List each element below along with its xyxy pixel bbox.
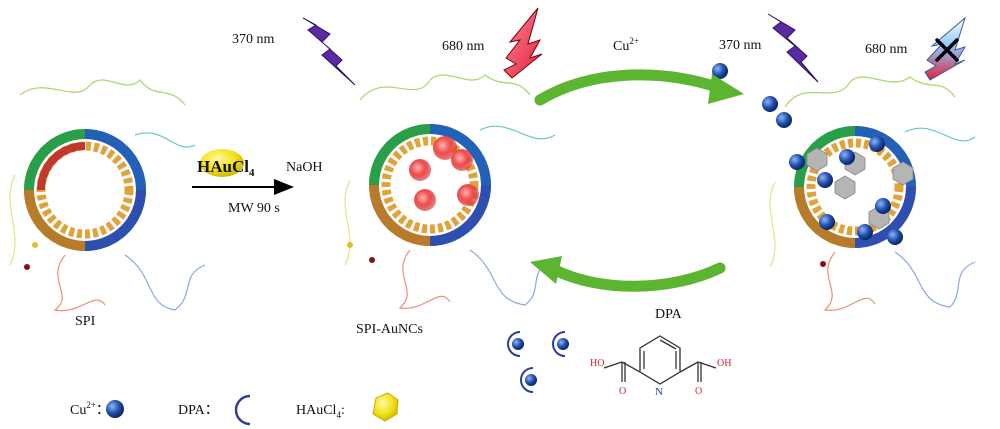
au-cluster (451, 149, 473, 171)
protein-spi-auncs (344, 74, 556, 309)
mw-label: MW 90 s (228, 201, 280, 216)
cu-ion-free (712, 63, 728, 79)
atom-n: N (655, 386, 663, 398)
au-cluster (409, 159, 431, 181)
cu-ion (789, 154, 805, 170)
red-wavelength-label-1: 680 nm (442, 39, 485, 54)
haucl4-label: HAuCl4 (197, 157, 255, 179)
haucl4-blob (200, 149, 244, 177)
cu-ion (819, 214, 835, 230)
cu-arrow-label: Cu2+ (613, 36, 639, 54)
au-cluster (457, 184, 479, 206)
quench-cross-icon (935, 38, 959, 62)
cu-ion (875, 198, 891, 214)
protein-spi (9, 79, 206, 312)
cu-ion (887, 229, 903, 245)
uv-lightning-icon-2 (767, 13, 819, 83)
legend-dpa-icon (234, 394, 251, 426)
cu-binding-arrow (534, 69, 726, 106)
cu-ion-free (776, 112, 792, 128)
dpa-cu-complex (520, 367, 537, 393)
atom-oh-right: OH (717, 358, 731, 369)
uv-wavelength-label-1: 370 nm (232, 32, 275, 47)
dpa-recovery-arrowhead (530, 256, 562, 284)
legend-cu-label: Cu2+： (70, 400, 110, 418)
atom-o-right: O (695, 386, 702, 397)
legend-haucl4-icon (372, 392, 399, 422)
uv-wavelength-label-2: 370 nm (719, 38, 762, 53)
uv-lightning-icon (302, 17, 356, 86)
legend-haucl4-label: HAuCl4: (296, 403, 345, 420)
naoh-label: NaOH (286, 160, 323, 175)
atom-o-left: O (619, 386, 626, 397)
red-lightning-icon (503, 7, 543, 79)
dpa-cu-complex (552, 331, 569, 357)
dpa-arrow-label: DPA (655, 307, 683, 322)
cu-ion (857, 224, 873, 240)
cu-ion (817, 172, 833, 188)
legend-cu-icon (106, 400, 124, 418)
au-cluster (433, 136, 457, 160)
spi-label: SPI (75, 314, 96, 329)
spi-auncs-label: SPI-AuNCs (356, 322, 423, 337)
cu-ion-free (762, 96, 778, 112)
cu-ion (839, 149, 855, 165)
cu-ion (869, 136, 885, 152)
protein-cu-bound (769, 76, 976, 311)
dpa-cu-complex (507, 331, 524, 357)
atom-ho-left: HO (590, 358, 604, 369)
legend-dpa-label: DPA： (178, 403, 219, 418)
dpa-molecule (603, 335, 717, 385)
au-cluster (414, 189, 436, 211)
red-wavelength-label-2: 680 nm (865, 42, 908, 57)
cu-binding-arrowhead (708, 74, 744, 104)
dpa-recovery-arrow (549, 262, 726, 292)
